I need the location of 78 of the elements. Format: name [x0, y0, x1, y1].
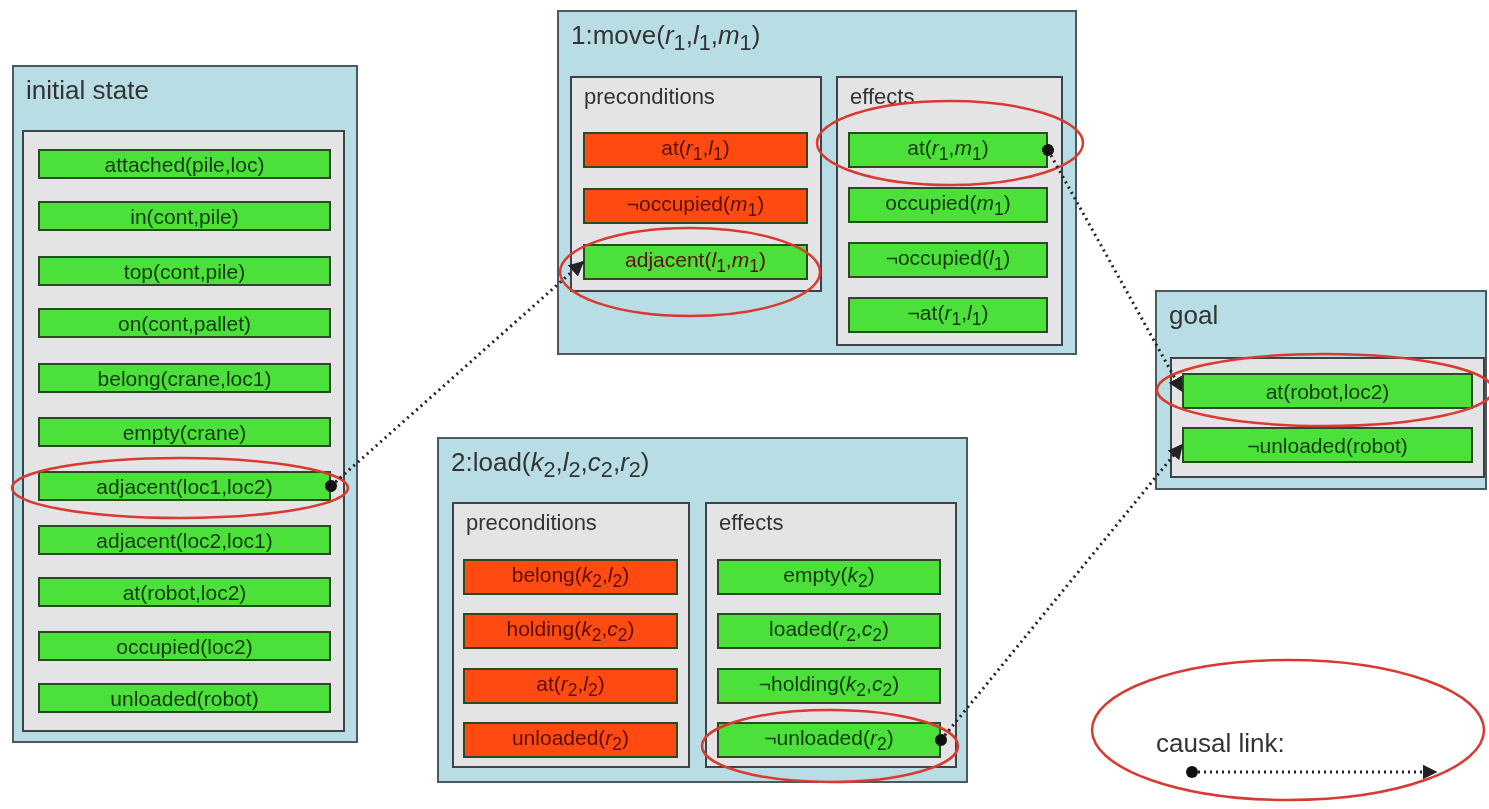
causal-link-arrow: [1042, 144, 1184, 393]
fact-text: empty(crane): [122, 421, 247, 443]
fact-text: ¬unloaded(r$_{2}$): [764, 726, 894, 754]
fact-box: [583, 132, 808, 168]
fact-text: at(r$_{2}$,l$_{2}$): [536, 672, 605, 700]
fact-text: ¬occupied(m$_{1}$): [626, 192, 765, 220]
panel-box: [1155, 290, 1487, 490]
fact-text: at(robot,loc2): [1265, 380, 1390, 402]
section-box: [22, 130, 345, 732]
heading-text: preconditions: [466, 510, 597, 536]
fact-text: occupied(loc2): [116, 635, 253, 657]
fact-text: at(r$_{1}$,m$_{1}$): [907, 136, 989, 164]
fact-box: [38, 308, 331, 338]
fact-text: in(cont,pile): [130, 205, 239, 227]
fact-text: top(cont,pile): [123, 260, 246, 282]
fact-text: adjacent(loc1,loc2): [96, 475, 273, 497]
fact-box: [848, 242, 1048, 278]
fact-box: [38, 683, 331, 713]
fact-text: attached(pile,loc): [104, 153, 265, 175]
fact-box: [848, 187, 1048, 223]
fact-box: [463, 722, 678, 758]
fact-box: [38, 577, 331, 607]
fact-text: adjacent(l$_{1}$,m$_{1}$): [625, 248, 766, 276]
fact-text: at(r$_{1}$,l$_{1}$): [661, 136, 730, 164]
causal-link-arrow: [935, 443, 1184, 746]
section-box: [705, 502, 957, 768]
causal-link-arrow: [325, 260, 585, 492]
heading-text: 2:load(k$_{2}$,l$_{2}$,c$_{2}$,r$_{2}$): [451, 447, 650, 484]
fact-text: at(robot,loc2): [122, 581, 247, 603]
heading-text: effects: [719, 510, 784, 536]
fact-box: [38, 417, 331, 447]
fact-text: ¬at(r$_{1}$,l$_{1}$): [907, 301, 989, 329]
fact-box: [463, 668, 678, 704]
fact-text: belong(k$_{2}$,l$_{2}$): [511, 563, 630, 591]
heading-text: goal: [1169, 300, 1219, 331]
heading-text: 1:move(r$_{1}$,l$_{1}$,m$_{1}$): [571, 20, 761, 57]
fact-text: loaded(r$_{2}$,c$_{2}$): [769, 617, 889, 645]
legend-text: causal link:: [1156, 728, 1285, 759]
section-box: [452, 502, 690, 768]
fact-box: [38, 201, 331, 231]
heading-text: preconditions: [584, 84, 715, 110]
heading-text: effects: [850, 84, 915, 110]
fact-text: occupied(m$_{1}$): [885, 191, 1011, 219]
fact-box: [463, 613, 678, 649]
fact-box: [38, 525, 331, 555]
section-box: [570, 76, 822, 292]
fact-text: on(cont,pallet): [117, 312, 252, 334]
fact-box: [717, 613, 941, 649]
fact-box: [38, 363, 331, 393]
fact-box: [583, 188, 808, 224]
fact-box: [1182, 373, 1473, 409]
panel-box: [437, 437, 968, 783]
fact-box: [38, 631, 331, 661]
fact-box: [717, 668, 941, 704]
fact-box: [583, 244, 808, 280]
fact-box: [848, 132, 1048, 168]
fact-text: unloaded(robot): [110, 687, 259, 709]
fact-text: empty(k$_{2}$): [783, 563, 875, 591]
fact-text: ¬unloaded(robot): [1247, 434, 1408, 456]
fact-text: unloaded(r$_{2}$): [511, 726, 630, 754]
section-box: [836, 76, 1063, 346]
fact-text: holding(k$_{2}$,c$_{2}$): [506, 617, 635, 645]
fact-box: [463, 559, 678, 595]
section-box: [1170, 357, 1485, 478]
fact-box: [38, 471, 331, 501]
panel-box: [12, 65, 358, 743]
fact-box: [717, 559, 941, 595]
heading-text: initial state: [26, 75, 149, 106]
fact-box: [1182, 427, 1473, 463]
fact-box: [848, 297, 1048, 333]
fact-box: [38, 149, 331, 179]
fact-text: ¬holding(k$_{2}$,c$_{2}$): [758, 672, 900, 700]
fact-text: belong(crane,loc1): [97, 367, 272, 389]
fact-text: ¬occupied(l$_{1}$): [885, 246, 1011, 274]
fact-text: adjacent(loc2,loc1): [96, 529, 273, 551]
fact-box: [717, 722, 941, 758]
panel-box: [557, 10, 1077, 355]
fact-box: [38, 256, 331, 286]
